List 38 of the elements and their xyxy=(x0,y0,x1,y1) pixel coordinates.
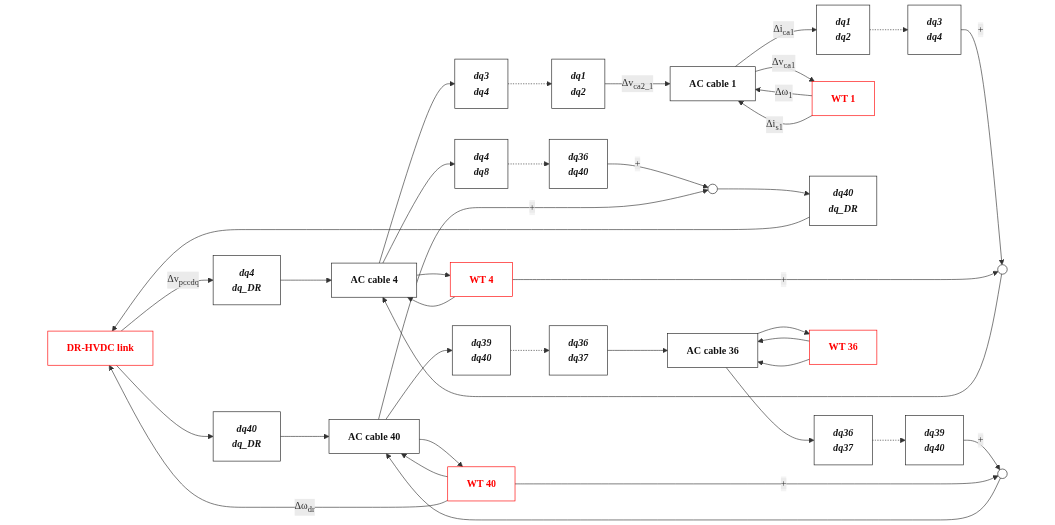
edge-label: Δv$_{ca1}$ xyxy=(772,56,796,70)
node-box: dq4 dq_DR xyxy=(212,255,281,306)
node-box: AC cable 36 xyxy=(667,333,759,368)
edge-label: + xyxy=(977,24,984,35)
edge-label: + xyxy=(634,158,641,170)
node-circle xyxy=(997,468,1008,479)
edge-label: Δω$_{dr}$ xyxy=(294,500,315,514)
node-box: dq36 dq40 xyxy=(548,138,608,189)
node-box: AC cable 1 xyxy=(669,66,756,102)
node-box: dq36 dq37 xyxy=(813,415,873,466)
node-box: dq4 dq8 xyxy=(454,138,509,189)
node-box: dq40 dq_DR xyxy=(809,175,878,226)
node-box: dq39 dq40 xyxy=(451,325,511,376)
edge-label: Δv$_{ca2_1}$ xyxy=(621,77,654,91)
edge-label: + xyxy=(780,478,787,489)
edge-label: Δi$_{s1}$ xyxy=(766,118,783,132)
node-box: dq39 dq40 xyxy=(905,415,964,466)
edge-label: Δv$_{pccdq}$ xyxy=(167,273,199,287)
node-box: WT 36 xyxy=(809,329,878,365)
node-box: dq3 dq4 xyxy=(907,4,962,55)
node-box: WT 1 xyxy=(811,81,875,117)
edge-label: Δi$_{ca1}$ xyxy=(773,23,795,37)
node-box: dq3 dq4 xyxy=(454,58,509,109)
edge-label: + xyxy=(780,273,787,285)
node-box: AC cable 40 xyxy=(328,419,420,454)
node-circle xyxy=(997,264,1008,275)
node-box: DR-HVDC link xyxy=(47,330,154,366)
node-box: dq1 dq2 xyxy=(551,58,606,109)
node-circle xyxy=(707,183,718,194)
edge-label: + xyxy=(977,434,984,446)
node-box: dq1 dq2 xyxy=(816,4,871,55)
node-box: dq36 dq37 xyxy=(548,325,608,376)
node-box: dq40 dq_DR xyxy=(212,411,281,462)
node-box: WT 40 xyxy=(447,466,516,502)
node-box: WT 4 xyxy=(449,262,513,297)
node-box: AC cable 4 xyxy=(331,262,418,298)
edge-label: Δω$_{1}$ xyxy=(774,86,793,100)
edge-label: + xyxy=(529,201,535,213)
